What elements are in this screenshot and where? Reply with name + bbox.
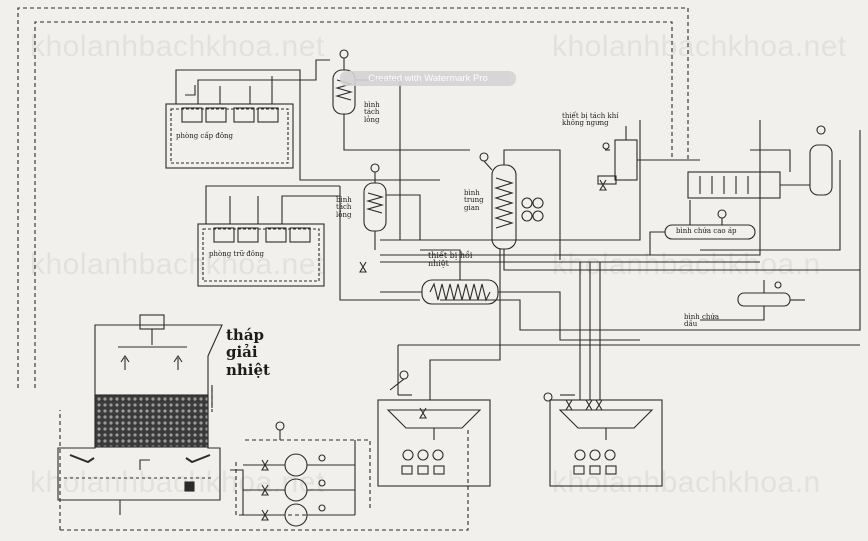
liquid-separator-2 xyxy=(363,163,421,250)
watermark: kholanhbachkhoa.net xyxy=(30,30,325,63)
compressor-1 xyxy=(377,370,491,487)
liquid-separator-1-label: bình tách lỏng xyxy=(364,101,380,124)
storage-room-label: phòng trữ đông xyxy=(209,250,264,258)
condenser xyxy=(687,125,833,199)
watermark: kholanhbachkhoa.n xyxy=(552,466,821,499)
watermark-banner: Created with Watermark Pro xyxy=(340,71,516,86)
watermark: kholanhbachkhoa.n xyxy=(552,248,821,281)
storage-room xyxy=(197,185,420,301)
cooling-water-loop xyxy=(17,7,689,531)
watermark: kholanhbachkhoa.net xyxy=(552,30,847,63)
compressor-2 xyxy=(543,392,663,487)
freezer-room xyxy=(165,59,440,181)
heat-exchanger-label: thiết bị hồi nhiệt xyxy=(428,251,473,269)
intermediate-vessel xyxy=(429,149,620,380)
oil-receiver-label: bình chứa dầu xyxy=(684,313,720,329)
cooling-tower-label: tháp giải nhiệt xyxy=(226,326,270,379)
pipe-network xyxy=(380,120,861,400)
gas-separator-label: thiết bị tách khí không ngưng xyxy=(562,112,619,128)
liquid-separator-2-label: bình tách lỏng xyxy=(336,196,352,219)
intermediate-vessel-label: bình trung gian xyxy=(464,189,484,212)
freezer-room-label: phòng cấp đông xyxy=(176,132,234,140)
watermark: kholanhbachkhoa.net xyxy=(30,466,325,499)
cooling-tower xyxy=(57,314,223,515)
heat-exchanger xyxy=(380,249,640,341)
noncondensable-gas-separator xyxy=(597,126,700,185)
oil-receiver xyxy=(700,280,805,321)
watermark: kholanhbachkhoa.net xyxy=(30,248,325,281)
high-pressure-receiver-label: bình chứa cao áp xyxy=(676,227,737,235)
high-pressure-receiver xyxy=(649,200,756,255)
water-pumps xyxy=(230,421,356,527)
valves xyxy=(359,179,607,419)
